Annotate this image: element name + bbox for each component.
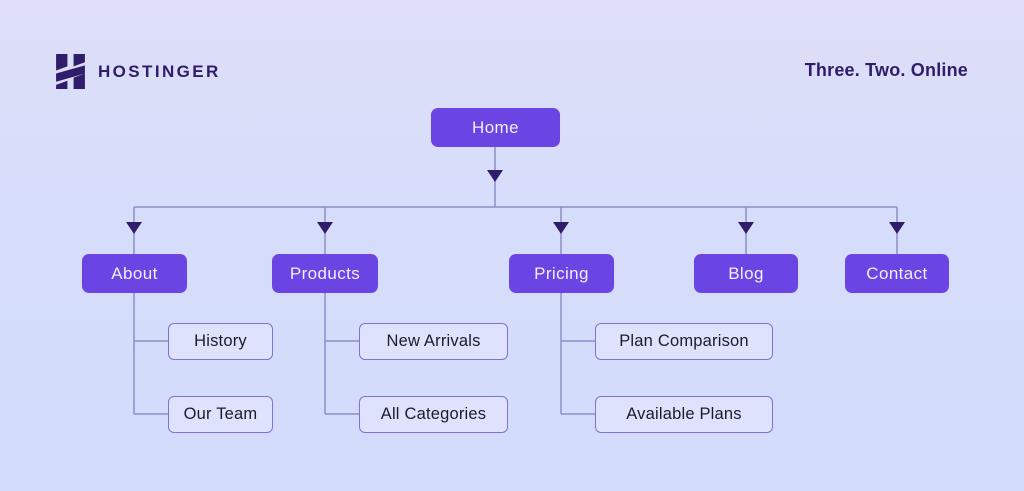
node-new-arrivals: New Arrivals xyxy=(359,323,508,360)
node-our-team: Our Team xyxy=(168,396,273,433)
brand-tagline: Three. Two. Online xyxy=(804,60,968,80)
node-plan-comparison: Plan Comparison xyxy=(595,323,773,360)
node-blog: Blog xyxy=(694,254,798,293)
node-available-plans: Available Plans xyxy=(595,396,773,433)
brand-name: HOSTINGER xyxy=(98,62,221,81)
arrow-down-icons xyxy=(126,170,905,234)
node-pricing: Pricing xyxy=(509,254,614,293)
header: HOSTINGER Three. Two. Online xyxy=(0,0,1024,90)
node-home: Home xyxy=(431,108,560,147)
node-contact: Contact xyxy=(845,254,949,293)
hostinger-h-icon xyxy=(55,54,86,89)
node-about: About xyxy=(82,254,187,293)
node-history: History xyxy=(168,323,273,360)
node-all-categories: All Categories xyxy=(359,396,508,433)
node-products: Products xyxy=(272,254,378,293)
brand-logo: HOSTINGER xyxy=(55,54,221,89)
